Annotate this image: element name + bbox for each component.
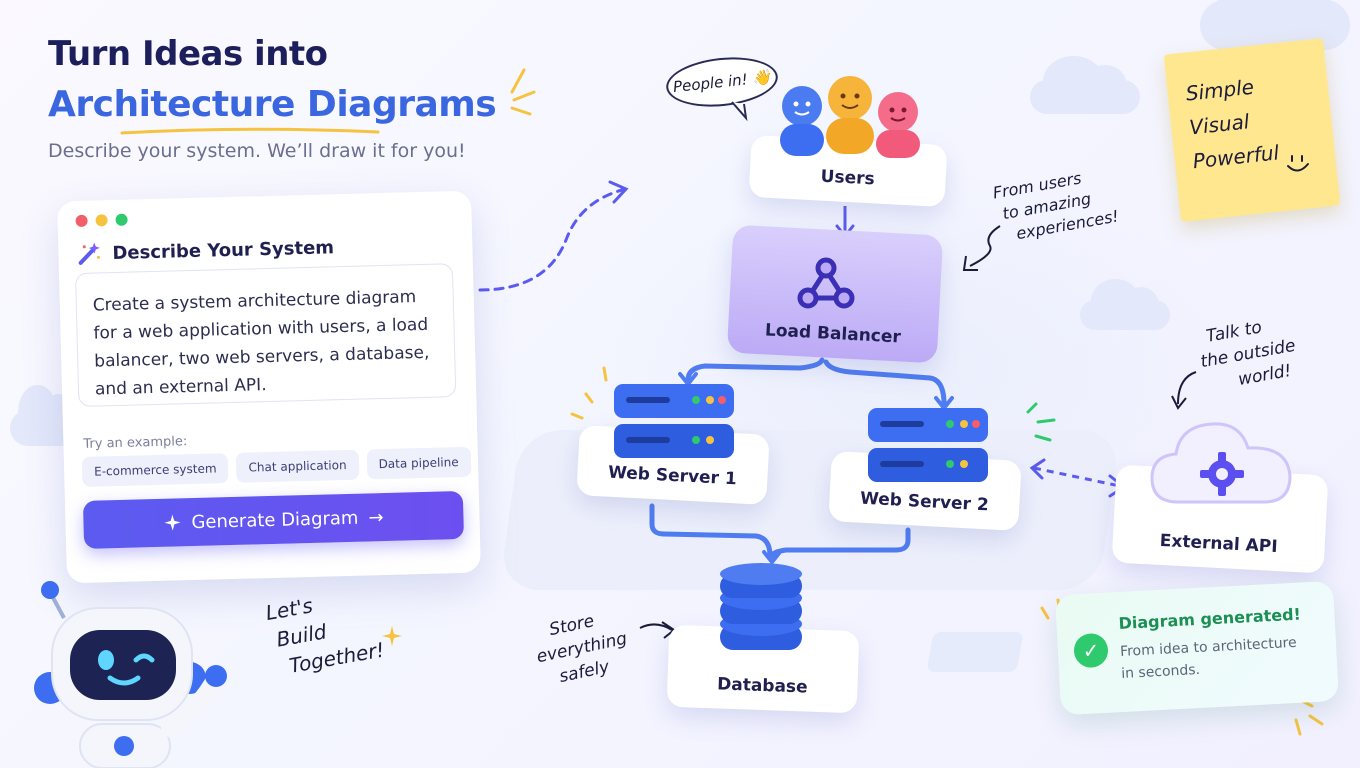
close-dot[interactable] (75, 214, 88, 228)
headline-line2: Architecture Diagrams (48, 84, 497, 125)
headline-line1: Turn Ideas into (48, 34, 328, 74)
server-icon (614, 384, 734, 458)
generate-label: Generate Diagram (191, 507, 359, 533)
window-controls (75, 213, 128, 228)
annotation-store: Store everything safely (530, 603, 635, 693)
diagram-generated-toast: ✓ Diagram generated! From idea to archit… (1055, 580, 1339, 716)
cloud-decor (1080, 279, 1170, 330)
share-nodes-icon (797, 257, 855, 309)
platform-tile (926, 632, 1024, 672)
web-server-2-label: Web Server 2 (859, 488, 990, 516)
toast-subtitle: From idea to architecture in seconds. (1120, 631, 1320, 685)
magic-wand-icon (78, 242, 101, 265)
database-label: Database (716, 674, 808, 698)
generate-diagram-button[interactable]: Generate Diagram → (82, 490, 465, 549)
toast-title: Diagram generated! (1118, 604, 1302, 634)
card-header: Describe Your System (76, 234, 334, 267)
users-label: Users (820, 166, 876, 190)
load-balancer-label: Load Balancer (764, 320, 902, 348)
users-avatars-icon (780, 76, 920, 158)
external-api-label: External API (1159, 530, 1279, 558)
headline-subtitle: Describe your system. We’ll draw it for … (48, 140, 466, 162)
server-icon (868, 408, 988, 482)
arrow-right-icon: → (368, 506, 384, 528)
speech-bubble-tail (731, 101, 748, 122)
cloud-decor (1030, 56, 1140, 114)
system-description-input[interactable]: Create a system architecture diagram for… (74, 263, 457, 407)
annotation-lets-build: Let's Build Together! (256, 580, 387, 683)
sparkle-icon (164, 514, 181, 531)
dashed-arrow-to-diagram (478, 180, 629, 292)
minimize-dot[interactable] (95, 214, 108, 227)
robot-mascot (34, 581, 227, 768)
maximize-dot[interactable] (115, 213, 128, 226)
smiley-icon (1287, 155, 1309, 172)
example-chips: E-commerce system Chat application Data … (81, 446, 472, 487)
try-example-label: Try an example: (83, 434, 188, 452)
web-server-1-label: Web Server 1 (607, 462, 738, 490)
example-chip-pipeline[interactable]: Data pipeline (366, 446, 472, 480)
annotation-talk-outside: Talk to the outside world! (1194, 310, 1301, 398)
sparkle-lines-icon (510, 68, 536, 116)
database-icon (720, 563, 802, 650)
sticky-note: Simple Visual Powerful (1163, 38, 1341, 222)
cloud-decor (1200, 0, 1350, 50)
example-chip-ecommerce[interactable]: E-commerce system (81, 453, 229, 487)
describe-system-card: Describe Your System Create a system arc… (57, 190, 481, 584)
sparkle-icon (382, 626, 402, 646)
check-icon: ✓ (1073, 632, 1109, 669)
headline-underline (120, 127, 380, 135)
cloud-gear-icon (1150, 422, 1292, 504)
speech-bubble: People in! 👋 (663, 52, 781, 112)
card-title: Describe Your System (112, 236, 335, 264)
example-chip-chat[interactable]: Chat application (236, 449, 359, 483)
